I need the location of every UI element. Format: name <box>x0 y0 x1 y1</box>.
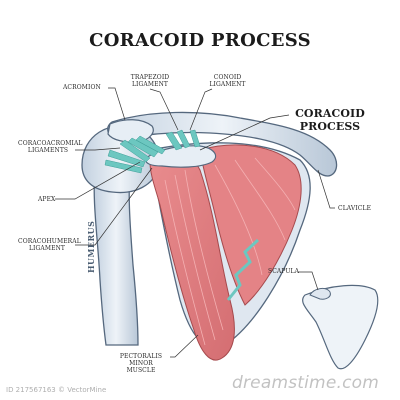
acromion-label: ACROMION <box>63 84 101 91</box>
apex-label: APEX <box>38 196 56 203</box>
trapezoid-ligament-label: TRAPEZOID LIGAMENT <box>125 74 175 88</box>
scapula-muscle <box>199 144 302 306</box>
pectoralis-minor-muscle <box>149 153 235 361</box>
scapula-inset <box>302 284 379 370</box>
scapula-label: SCAPULA <box>268 268 300 275</box>
clavicle-label: CLAVICLE <box>338 205 372 212</box>
pectoralis-minor-line2: MUSCLE <box>126 367 156 374</box>
conoid-ligament-line2: LIGAMENT <box>209 81 246 88</box>
trapezoid-ligament-line2: LIGAMENT <box>131 81 169 88</box>
ligaments <box>104 129 201 174</box>
coracoid-process-callout-line2: PROCESS <box>299 120 361 133</box>
pectoralis-minor-muscle-label: PECTORALIS MINOR MUSCLE <box>110 353 172 374</box>
muscle-fibers <box>164 157 296 346</box>
trapezoid-ligament-line1: TRAPEZOID <box>130 74 170 81</box>
coracoacromial-ligaments-line1: CORACOACROMIAL <box>18 140 83 147</box>
scapula-inset-coracoid <box>309 287 331 300</box>
page-title: CORACOID PROCESS <box>89 30 311 51</box>
acromion-bone <box>107 119 154 143</box>
conoid-ligament-line1: CONOID <box>213 74 242 81</box>
coracohumeral-ligament-line1: CORACOHUMERAL <box>18 238 81 245</box>
coracoid-process-callout-line1: CORACOID <box>295 107 365 120</box>
pectoralis-minor-line1: PECTORALIS MINOR <box>119 353 163 367</box>
coracohumeral-ligament-label: CORACOHUMERAL LIGAMENT <box>18 238 81 252</box>
coracohumeral-ligament-line2: LIGAMENT <box>28 245 66 252</box>
coracoacromial-ligaments-label: CORACOACROMIAL LIGAMENTS <box>18 140 83 154</box>
coracoacromial-ligaments-line2: LIGAMENTS <box>27 147 69 154</box>
coracoid-process-callout: CORACOID PROCESS <box>285 107 375 133</box>
tendon-edge <box>226 238 260 301</box>
watermark: dreamstime.com <box>232 373 379 393</box>
leader-lines <box>55 87 335 358</box>
stock-id: ID 217567163 © VectorMine <box>6 386 107 394</box>
conoid-ligament-label: CONOID LIGAMENT <box>205 74 250 88</box>
humerus-bone <box>93 169 139 346</box>
humerus-label: HUMERUS <box>86 220 96 273</box>
